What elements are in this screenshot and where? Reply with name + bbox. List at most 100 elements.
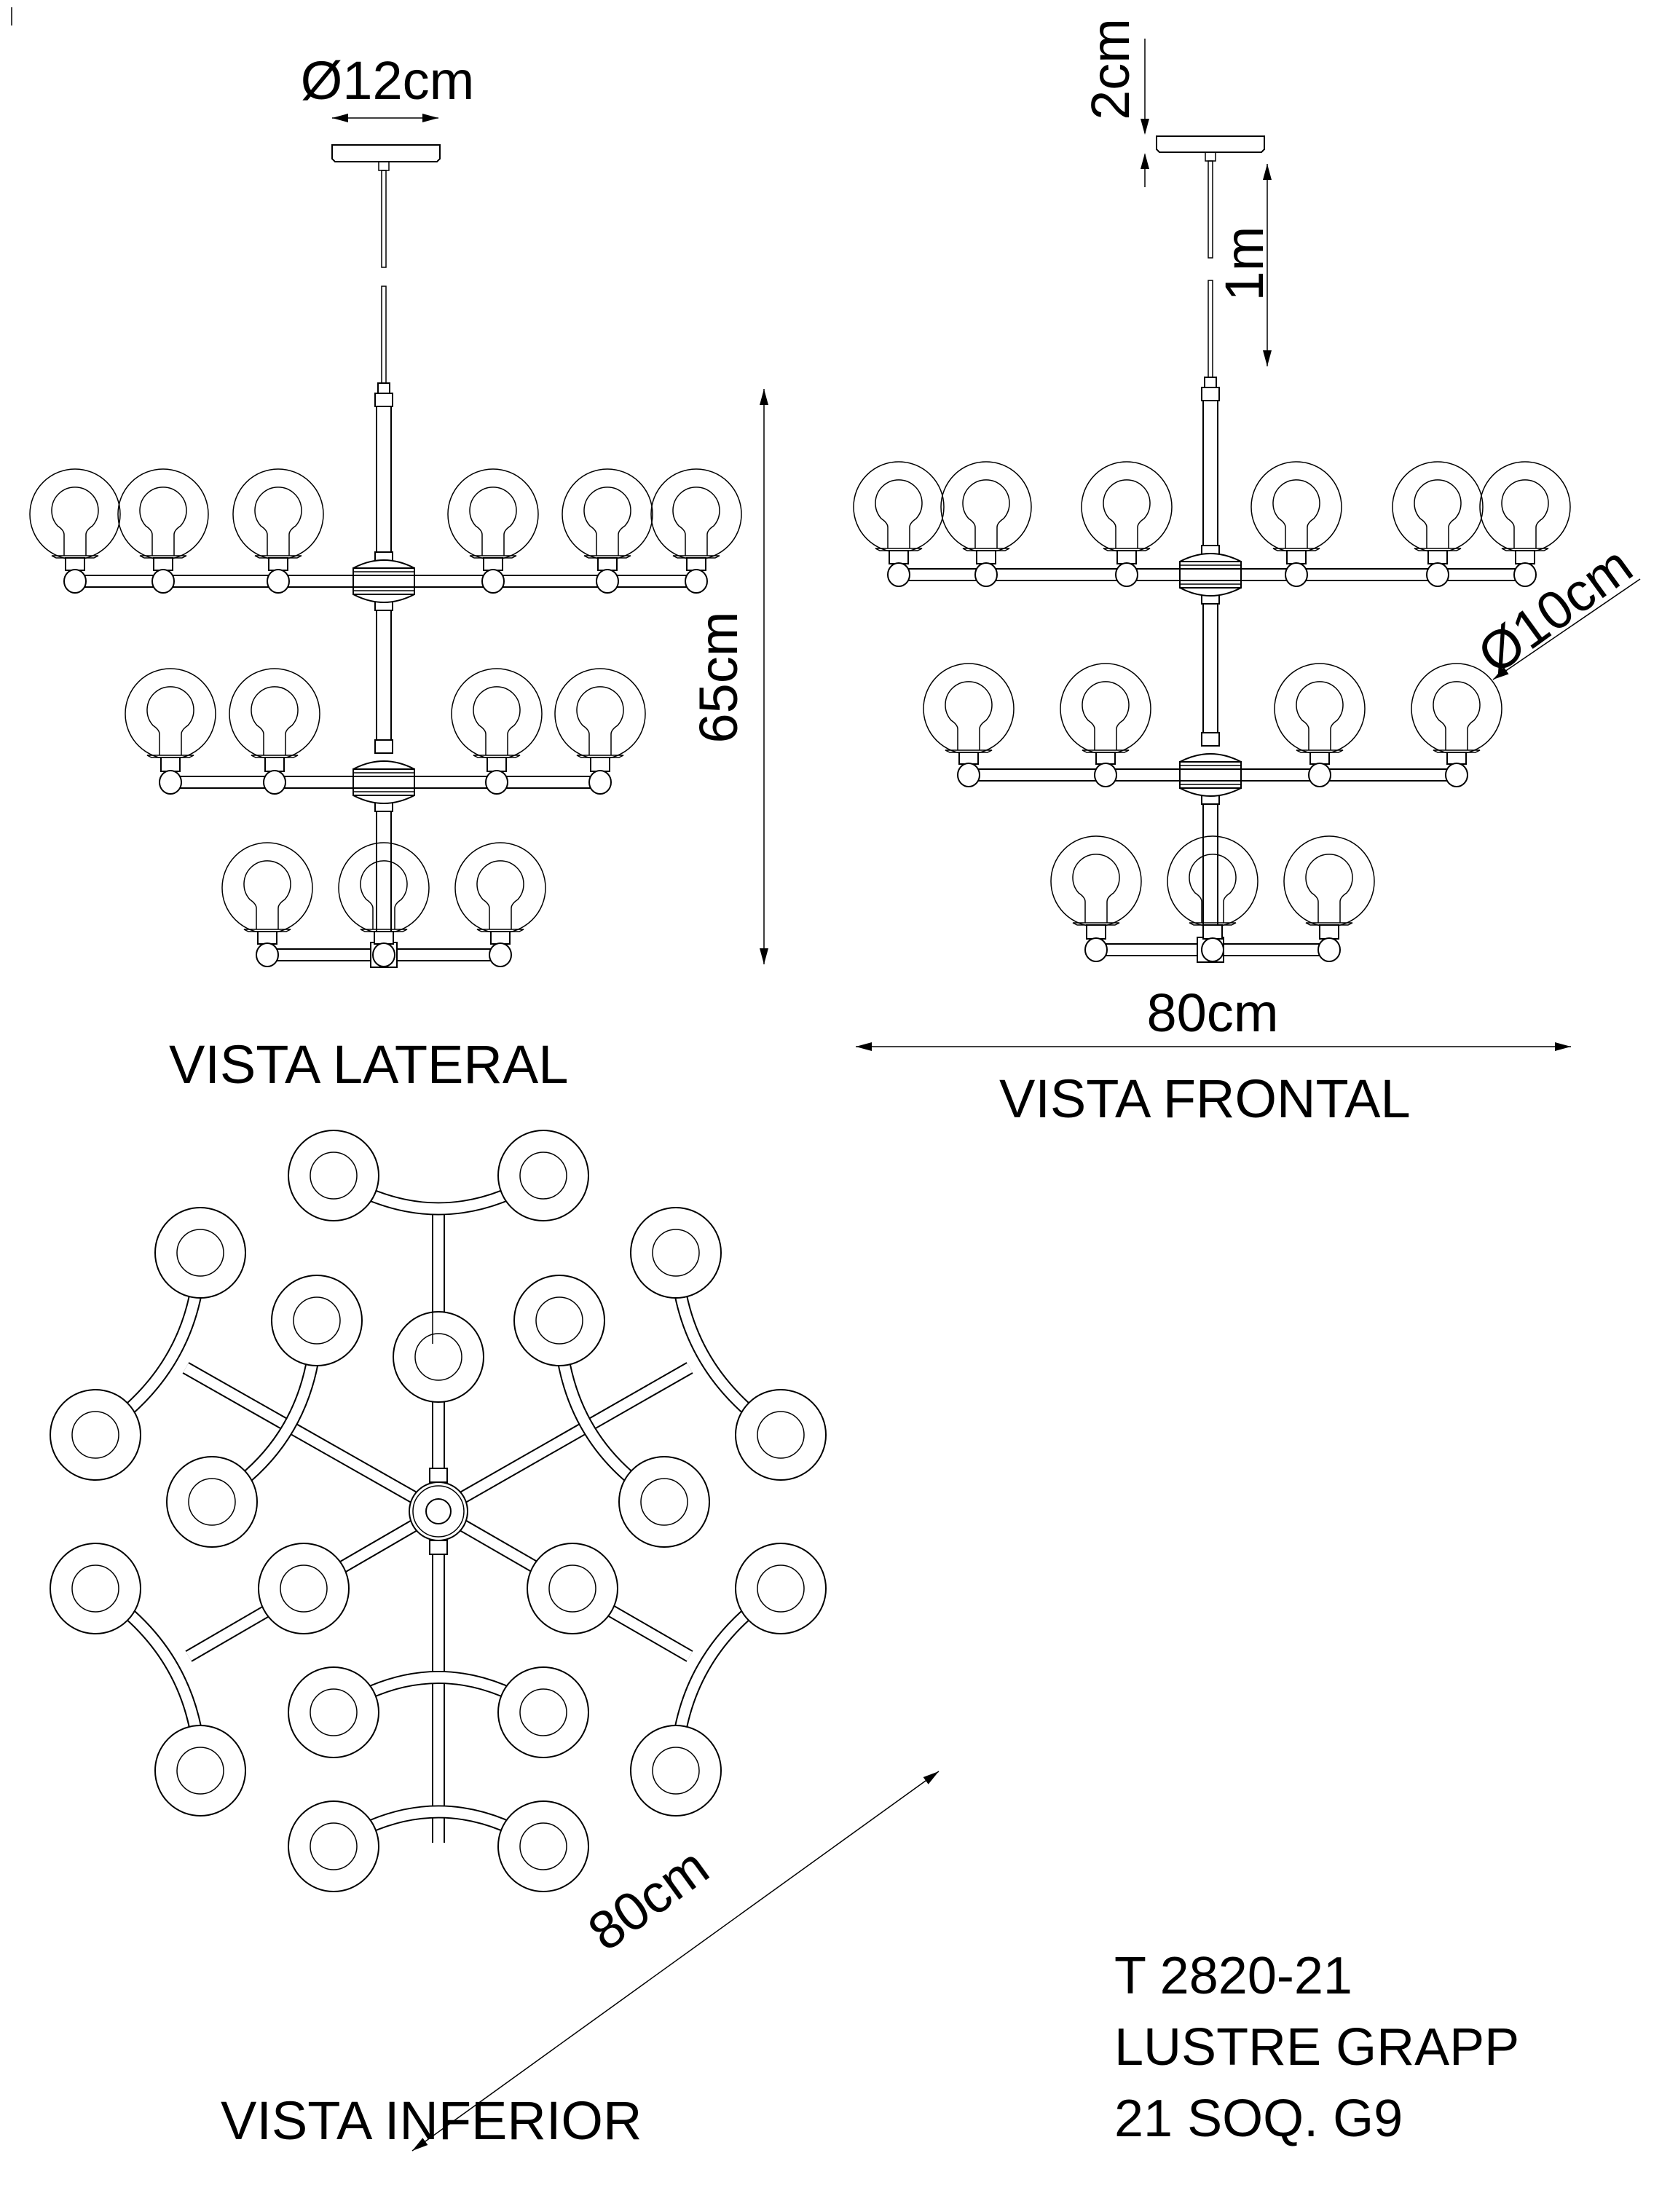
- dimension-line: [411, 1771, 940, 2152]
- globe-rim: [1072, 922, 1120, 926]
- globe-rim: [473, 755, 521, 758]
- globe-rim: [583, 555, 631, 559]
- bulb: [548, 1564, 596, 1613]
- glass-globe: [50, 1389, 141, 1481]
- suspension-cable: [381, 170, 387, 268]
- socket-collar: [153, 557, 173, 571]
- globe-bottom: [50, 1389, 141, 1481]
- product-spec: 21 SOQ. G9: [1114, 2090, 1403, 2148]
- glass-globe: [735, 1389, 827, 1481]
- glass-globe: [618, 1456, 710, 1548]
- bulb: [476, 860, 524, 929]
- bulb: [519, 1822, 567, 1870]
- glass-globe: [554, 668, 646, 760]
- glass-globe: [1081, 461, 1173, 553]
- inferior-view: [50, 1130, 940, 2152]
- globe-rim: [139, 555, 187, 559]
- rod-collar: [1201, 732, 1220, 747]
- socket-collar: [1319, 924, 1339, 940]
- hub-dome-top: [1179, 753, 1242, 763]
- spoke-upper-left-inner: [183, 1363, 441, 1516]
- main-rod: [1202, 400, 1218, 546]
- arm-knob: [957, 763, 980, 787]
- arrow-down-icon: [760, 948, 768, 964]
- globe-bottom: [735, 1389, 827, 1481]
- bulb: [51, 487, 99, 556]
- glass-globe: [497, 1130, 589, 1221]
- socket-collar: [374, 931, 394, 945]
- hub-arm-pass: [1179, 568, 1242, 581]
- suspension-cable: [1208, 280, 1213, 378]
- bulb: [583, 487, 631, 556]
- cable-grip: [1204, 377, 1217, 388]
- arrow-up-icon: [1141, 153, 1149, 169]
- globe-rim: [1189, 922, 1237, 926]
- glass-globe: [29, 468, 121, 560]
- glass-globe: [1392, 461, 1484, 553]
- hub-connector: [429, 1540, 448, 1555]
- glass-globe: [288, 1666, 379, 1758]
- socket-collar: [264, 757, 285, 772]
- glass-globe: [1274, 663, 1366, 755]
- arm-knob: [1445, 763, 1468, 787]
- hub-dome-top: [352, 760, 415, 770]
- arm-knob: [372, 942, 395, 967]
- glass-globe: [50, 1543, 141, 1634]
- globe-bottom: [630, 1207, 722, 1299]
- lateral-view-label: VISTA LATERAL: [169, 1034, 568, 1095]
- globe-lamp: [221, 842, 313, 967]
- socket-collar: [1202, 924, 1223, 940]
- globe-rim: [146, 755, 194, 758]
- globe-diameter-label: Ø10cm: [1467, 535, 1643, 685]
- globe-lamp: [1060, 663, 1151, 787]
- hub-body: [352, 559, 415, 603]
- globe-rim: [672, 555, 720, 559]
- bulb: [945, 681, 993, 750]
- glass-globe: [232, 468, 324, 560]
- glass-globe: [154, 1207, 246, 1299]
- arm-knob: [596, 569, 619, 594]
- arm-knob: [256, 942, 279, 967]
- globe-lamp: [853, 461, 945, 587]
- canopy-stem: [378, 161, 390, 171]
- arm-knob: [588, 770, 612, 795]
- arrow-icon: [412, 2138, 428, 2151]
- spoke-upper-right-inner: [436, 1363, 693, 1516]
- bulb: [535, 1296, 583, 1345]
- socket-collar: [65, 557, 85, 571]
- globe-bottom: [288, 1666, 379, 1758]
- globe-lamp: [554, 668, 646, 795]
- globe-rim: [1296, 749, 1344, 753]
- globe-lamp: [1050, 835, 1142, 962]
- glass-globe: [513, 1275, 605, 1366]
- socket-collar: [490, 931, 511, 945]
- glass-globe: [1050, 835, 1142, 927]
- bulb: [1296, 681, 1344, 750]
- globe-bottom: [258, 1543, 350, 1634]
- glass-globe: [1479, 461, 1571, 553]
- socket-collar: [483, 557, 503, 571]
- bulb: [280, 1564, 328, 1613]
- glass-globe: [650, 468, 742, 560]
- bulb: [71, 1564, 119, 1613]
- socket-collar: [160, 757, 181, 772]
- bulb: [243, 860, 291, 929]
- socket-collar: [1116, 550, 1137, 564]
- glass-globe: [454, 842, 546, 934]
- bulb: [469, 487, 517, 556]
- socket-collar: [1309, 752, 1330, 765]
- globe-bottom: [497, 1666, 589, 1758]
- connecting-rod: [1202, 803, 1218, 939]
- bulb: [1103, 479, 1151, 548]
- hub-ring-inner: [412, 1485, 465, 1538]
- globe-bottom: [50, 1543, 141, 1634]
- arrow-up-icon: [760, 389, 768, 405]
- globe-bottom: [618, 1456, 710, 1548]
- bulb: [1501, 479, 1549, 548]
- globe-rim: [476, 929, 524, 932]
- globe-lamp: [338, 842, 430, 967]
- globe-lamp: [125, 668, 216, 795]
- globe-lamp: [232, 468, 324, 594]
- connecting-rod: [376, 610, 392, 741]
- glass-globe: [562, 468, 653, 560]
